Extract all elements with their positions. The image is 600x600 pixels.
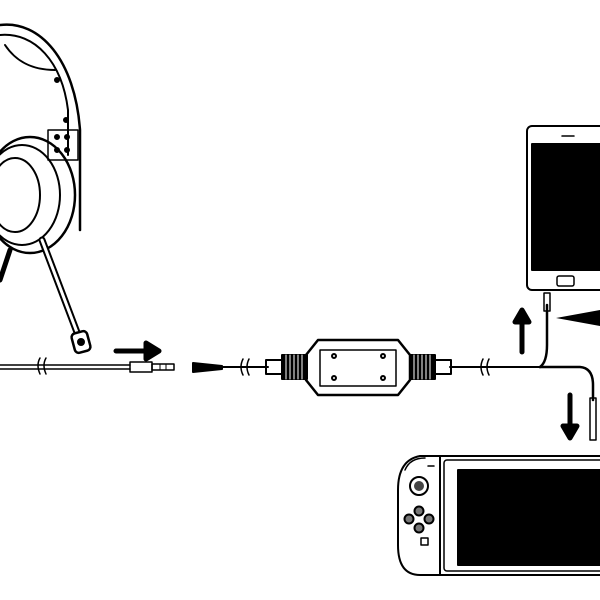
arrow-right-icon [113,340,162,362]
extension-cable [192,292,597,441]
branch-to-console [538,365,595,402]
pointer-triangle [556,310,600,326]
game-console [397,455,600,576]
headset-cord [0,247,13,283]
branch-to-phone [538,303,549,369]
ear-cup [0,135,77,255]
headband [0,23,82,232]
arrow-down-icon [560,392,580,441]
joystick [409,476,429,496]
inline-control-box [304,338,412,397]
headset-plug [0,357,175,375]
arrow-up-icon [512,307,532,355]
smartphone [526,125,600,291]
headset-illustration [0,23,92,355]
